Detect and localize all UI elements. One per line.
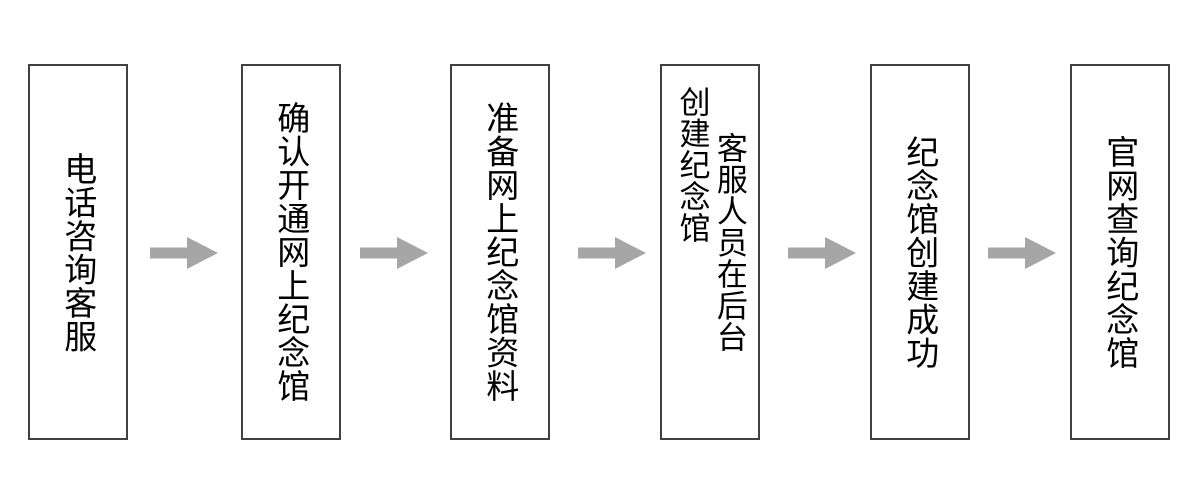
flow-node-3-label: 准备网上纪念馆资料 <box>480 101 520 403</box>
flow-node-4-label-col-2: 创建纪念馆 <box>673 86 710 244</box>
flow-node-4-label-col-1: 客服人员在后台 <box>710 132 747 353</box>
flow-node-1[interactable]: 电话咨询客服 <box>28 64 128 440</box>
flow-node-6[interactable]: 官网查询纪念馆 <box>1070 64 1170 440</box>
flow-node-6-label: 官网查询纪念馆 <box>1100 134 1140 370</box>
arrow-right-icon-2 <box>360 237 428 269</box>
flow-node-5-label: 纪念馆创建成功 <box>900 134 940 370</box>
arrow-right-icon-5 <box>988 237 1056 269</box>
flow-node-3[interactable]: 准备网上纪念馆资料 <box>450 64 550 440</box>
arrow-right-icon-1 <box>150 237 218 269</box>
arrow-right-icon-4 <box>788 237 856 269</box>
flow-node-1-label: 电话咨询客服 <box>58 151 98 353</box>
flow-node-2-label: 确认开通网上纪念馆 <box>271 101 311 403</box>
flow-node-2[interactable]: 确认开通网上纪念馆 <box>241 64 341 440</box>
arrow-right-icon-3 <box>578 237 646 269</box>
flow-node-4[interactable]: 客服人员在后台 创建纪念馆 <box>660 64 760 440</box>
flow-node-5[interactable]: 纪念馆创建成功 <box>870 64 970 440</box>
